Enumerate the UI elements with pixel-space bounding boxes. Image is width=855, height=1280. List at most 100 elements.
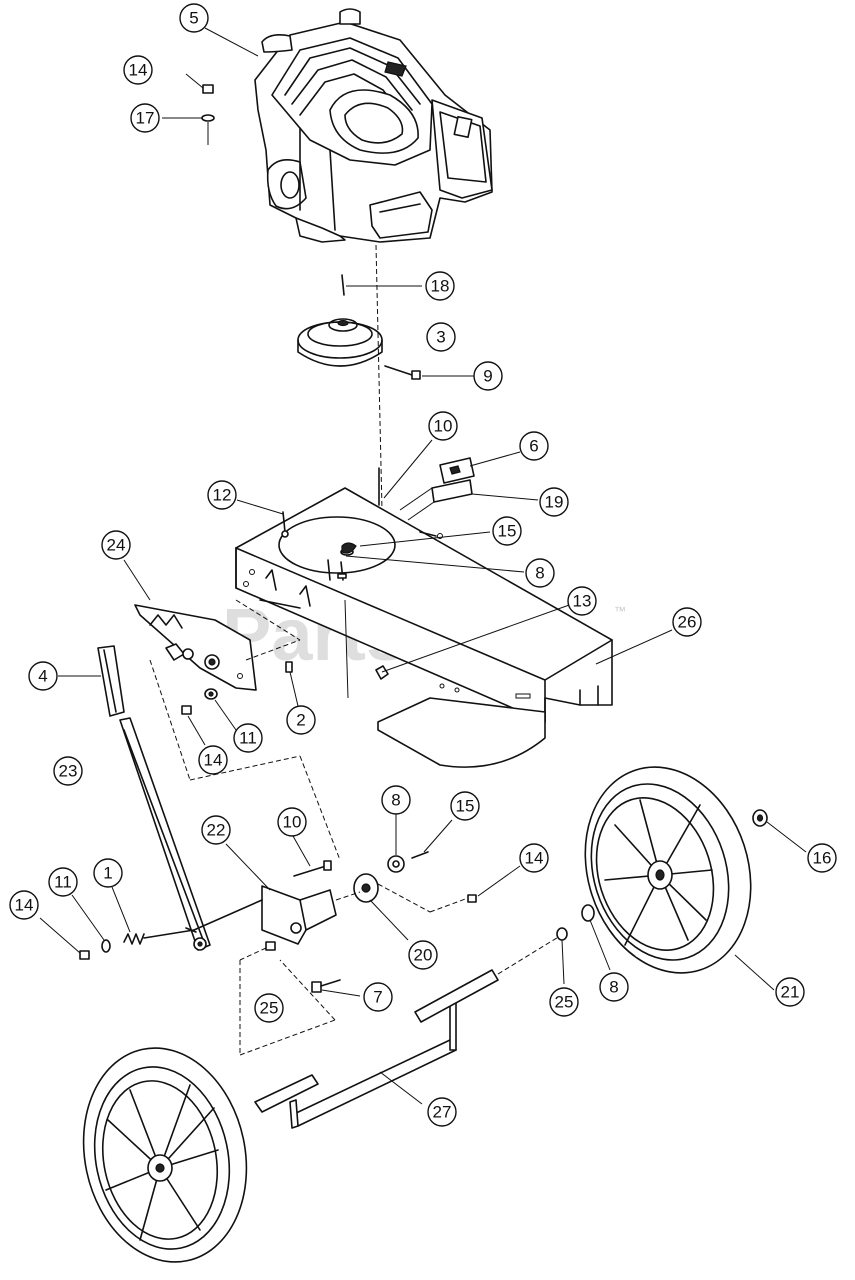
- axle-27: [254, 935, 561, 1129]
- washer-11-left: [71, 894, 111, 953]
- washer-8-right: [581, 904, 611, 971]
- bracket-22: [193, 843, 337, 945]
- spring-1: [111, 886, 195, 945]
- svg-text:18: 18: [431, 277, 450, 296]
- svg-text:10: 10: [434, 417, 453, 436]
- svg-text:8: 8: [535, 564, 544, 583]
- handle-4: [58, 645, 125, 717]
- callout-23[interactable]: 23: [53, 756, 83, 786]
- callout-10[interactable]: 10: [277, 807, 307, 837]
- bolt-10-top: [378, 439, 433, 506]
- callout-13[interactable]: 13: [567, 586, 597, 616]
- svg-text:25: 25: [555, 993, 574, 1012]
- svg-text:17: 17: [136, 109, 155, 128]
- callout-14[interactable]: 14: [519, 843, 549, 873]
- callout-8[interactable]: 8: [525, 558, 555, 588]
- callout-14[interactable]: 14: [123, 55, 153, 85]
- pulley-part: [297, 318, 383, 367]
- callout-7[interactable]: 7: [363, 982, 393, 1012]
- nut-14-right: [377, 865, 521, 913]
- key-18: [341, 274, 422, 296]
- callout-15[interactable]: 15: [492, 516, 522, 546]
- callouts: 5 14 17 18 3 9 10 6 19 12 15 24 8 13 26 …: [9, 3, 837, 1127]
- callout-22[interactable]: 22: [201, 815, 231, 845]
- callout-6[interactable]: 6: [519, 431, 549, 461]
- svg-text:23: 23: [59, 762, 78, 781]
- bolt-10-lower: [292, 835, 332, 877]
- callout-19[interactable]: 19: [539, 487, 569, 517]
- callout-15[interactable]: 15: [450, 791, 480, 821]
- svg-text:13: 13: [573, 592, 592, 611]
- svg-text:14: 14: [525, 849, 544, 868]
- wheel-right: [584, 766, 775, 991]
- svg-text:19: 19: [545, 493, 564, 512]
- callout-8[interactable]: 8: [599, 972, 629, 1002]
- svg-text:14: 14: [15, 896, 34, 915]
- watermark-trademark: ™: [614, 604, 626, 618]
- svg-text:8: 8: [391, 791, 400, 810]
- callout-24[interactable]: 24: [101, 530, 131, 560]
- svg-text:1: 1: [103, 864, 112, 883]
- svg-text:22: 22: [207, 821, 226, 840]
- svg-text:15: 15: [498, 522, 517, 541]
- callout-21[interactable]: 21: [775, 977, 805, 1007]
- callout-5[interactable]: 5: [179, 3, 209, 33]
- washer-17: [162, 114, 215, 145]
- callout-18[interactable]: 18: [425, 271, 455, 301]
- svg-text:14: 14: [129, 61, 148, 80]
- callout-14[interactable]: 14: [198, 745, 228, 775]
- svg-text:12: 12: [213, 486, 232, 505]
- callout-11[interactable]: 11: [48, 867, 78, 897]
- callout-26[interactable]: 26: [672, 607, 702, 637]
- callout-11[interactable]: 11: [233, 723, 263, 753]
- svg-text:20: 20: [414, 946, 433, 965]
- svg-text:7: 7: [373, 988, 382, 1007]
- spacer-2: [285, 661, 293, 673]
- nut-14-left: [39, 917, 90, 960]
- callout-17[interactable]: 17: [130, 103, 160, 133]
- nut-14-mid: [181, 705, 206, 746]
- callout-27[interactable]: 27: [427, 1097, 457, 1127]
- svg-text:11: 11: [54, 873, 72, 892]
- engine-part: [254, 8, 493, 243]
- bracket-24: [123, 559, 341, 861]
- svg-text:5: 5: [189, 9, 198, 28]
- svg-text:4: 4: [38, 667, 47, 686]
- bolt-7: [311, 979, 361, 997]
- svg-text:26: 26: [678, 613, 697, 632]
- svg-text:27: 27: [433, 1103, 452, 1122]
- washer-11-mid: [204, 688, 237, 731]
- skid-plate: [344, 599, 546, 768]
- callout-25[interactable]: 25: [254, 993, 284, 1023]
- svg-text:16: 16: [813, 849, 832, 868]
- pin-15-lower: [411, 819, 453, 859]
- nut-14-top: [185, 73, 214, 94]
- deck-frame-part: [235, 487, 613, 723]
- callout-3[interactable]: 3: [426, 322, 456, 352]
- callout-12[interactable]: 12: [207, 480, 237, 510]
- callout-14[interactable]: 14: [9, 890, 39, 920]
- callout-25[interactable]: 25: [549, 987, 579, 1017]
- decal-19: [399, 479, 539, 521]
- nut-25-right: [556, 927, 568, 985]
- callout-16[interactable]: 16: [807, 843, 837, 873]
- callout-20[interactable]: 20: [408, 940, 438, 970]
- callout-8[interactable]: 8: [381, 785, 411, 815]
- idler-20: [335, 873, 409, 941]
- tube-23: [119, 717, 211, 951]
- svg-text:6: 6: [529, 437, 538, 456]
- svg-text:3: 3: [436, 328, 445, 347]
- nut-25-left: [239, 941, 336, 1056]
- callout-1[interactable]: 1: [93, 858, 123, 888]
- svg-text:14: 14: [204, 751, 223, 770]
- callout-4[interactable]: 4: [28, 661, 58, 691]
- callout-9[interactable]: 9: [473, 361, 503, 391]
- callout-10[interactable]: 10: [428, 411, 458, 441]
- svg-text:2: 2: [296, 711, 305, 730]
- svg-text:24: 24: [107, 536, 126, 555]
- callout-2[interactable]: 2: [286, 705, 316, 735]
- svg-text:9: 9: [483, 367, 492, 386]
- svg-text:21: 21: [781, 983, 800, 1002]
- svg-text:10: 10: [283, 813, 302, 832]
